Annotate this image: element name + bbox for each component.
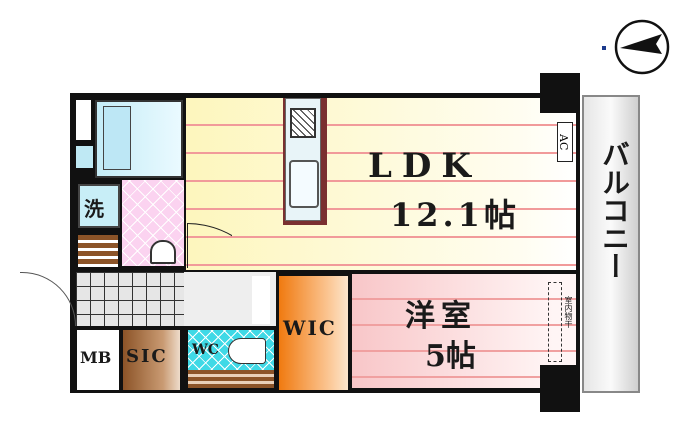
entrance-door: [20, 272, 76, 326]
wc-shelf: [188, 370, 274, 388]
wash-basin-icon: [150, 240, 176, 264]
closet-left: [76, 100, 91, 140]
indoor-drying-rack: [548, 282, 562, 362]
pillar-bottom: [540, 365, 580, 412]
western-room-size: 5帖: [425, 339, 476, 374]
washer-label: 洗: [84, 197, 104, 221]
sink-icon: [289, 160, 319, 208]
mb-label: MB: [80, 348, 112, 367]
pillar-top: [540, 73, 580, 113]
storage-hall: [252, 276, 270, 324]
ac-unit: AC: [557, 122, 573, 162]
stove-icon: [290, 108, 316, 138]
room-western: [352, 274, 576, 388]
shelf: [78, 235, 118, 267]
ldk-name: LDK: [368, 146, 481, 186]
bathtub: [103, 106, 131, 170]
wic-label: WIC: [283, 316, 337, 340]
sic-closet: [123, 330, 180, 390]
wic-closet: [279, 276, 348, 390]
toilet-icon: [228, 338, 266, 364]
indoor-drying-label: 室内物干: [564, 296, 573, 328]
entrance-tiles: [76, 272, 184, 326]
room-ldk: [186, 98, 576, 270]
mb-space: [77, 330, 119, 390]
ldk-size: 12.1帖: [390, 196, 520, 234]
balcony: [582, 95, 640, 393]
wc-label: WC: [192, 342, 219, 358]
washer-space: [78, 184, 120, 228]
north-arrow-icon: [614, 19, 670, 75]
western-room-name: 洋室: [405, 299, 477, 334]
compass-dot: [602, 46, 606, 50]
balcony-label: バルコニー: [598, 140, 631, 280]
window-left: [76, 146, 93, 168]
compass: [612, 18, 672, 76]
sic-label: SIC: [126, 346, 168, 367]
